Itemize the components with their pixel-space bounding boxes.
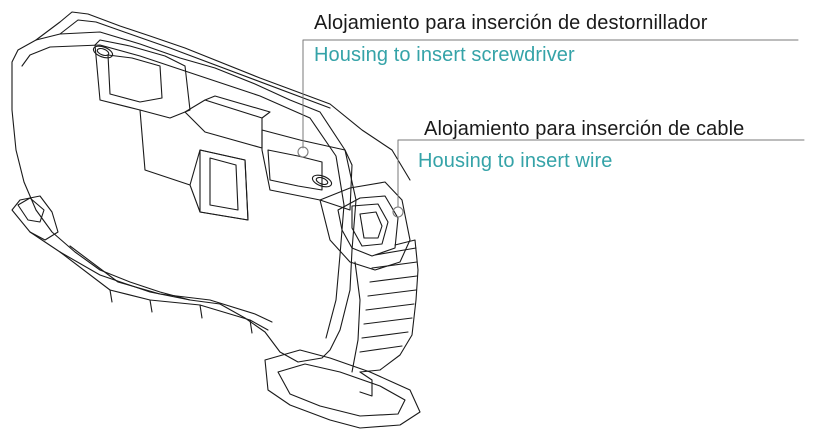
ribbed-end xyxy=(359,239,419,373)
bridge-channel xyxy=(139,109,249,221)
right-foot-step xyxy=(359,371,373,397)
left-foot-clip xyxy=(17,197,45,223)
wire-entry-clamp-inner xyxy=(359,211,383,239)
screwdriver-slot-front-inner xyxy=(96,47,110,57)
leader-line-wire xyxy=(397,139,805,208)
base-rail-lines xyxy=(59,245,273,334)
wire-housing-label-es: Alojamiento para inserción de cable xyxy=(424,118,745,140)
screwdriver-housing-rear xyxy=(261,129,353,211)
bridge-bar-side xyxy=(204,95,271,119)
end-ribs xyxy=(359,247,418,353)
wire-entry-clamp xyxy=(351,203,389,247)
screwdriver-housing xyxy=(94,39,191,119)
screwdriver-slot-rear-inner xyxy=(315,176,329,186)
right-foot-inner xyxy=(277,363,406,417)
screwdriver-slot-rear xyxy=(311,174,333,188)
wire-housing-label-en: Housing to insert wire xyxy=(418,150,613,172)
top-ridge xyxy=(35,11,411,181)
right-foot xyxy=(264,349,421,429)
bridge-lower-box xyxy=(199,149,249,221)
wire-entry-opening xyxy=(337,195,399,257)
screwdriver-housing-label-es: Alojamiento para inserción de destornill… xyxy=(314,12,708,34)
screwdriver-slot-front xyxy=(92,45,114,59)
leader-line-screwdriver xyxy=(302,39,799,149)
screwdriver-housing-window xyxy=(107,54,163,103)
end-face-edge xyxy=(351,261,361,373)
wire-entry-housing xyxy=(319,181,411,271)
bridge-bar xyxy=(184,99,263,149)
side-plate-inner-edge xyxy=(21,44,345,339)
screwdriver-housing-rear-window xyxy=(267,149,323,191)
screwdriver-housing-label-en: Housing to insert screwdriver xyxy=(314,44,575,66)
top-ridge-inner xyxy=(59,19,331,109)
front-side-plate xyxy=(11,31,357,363)
